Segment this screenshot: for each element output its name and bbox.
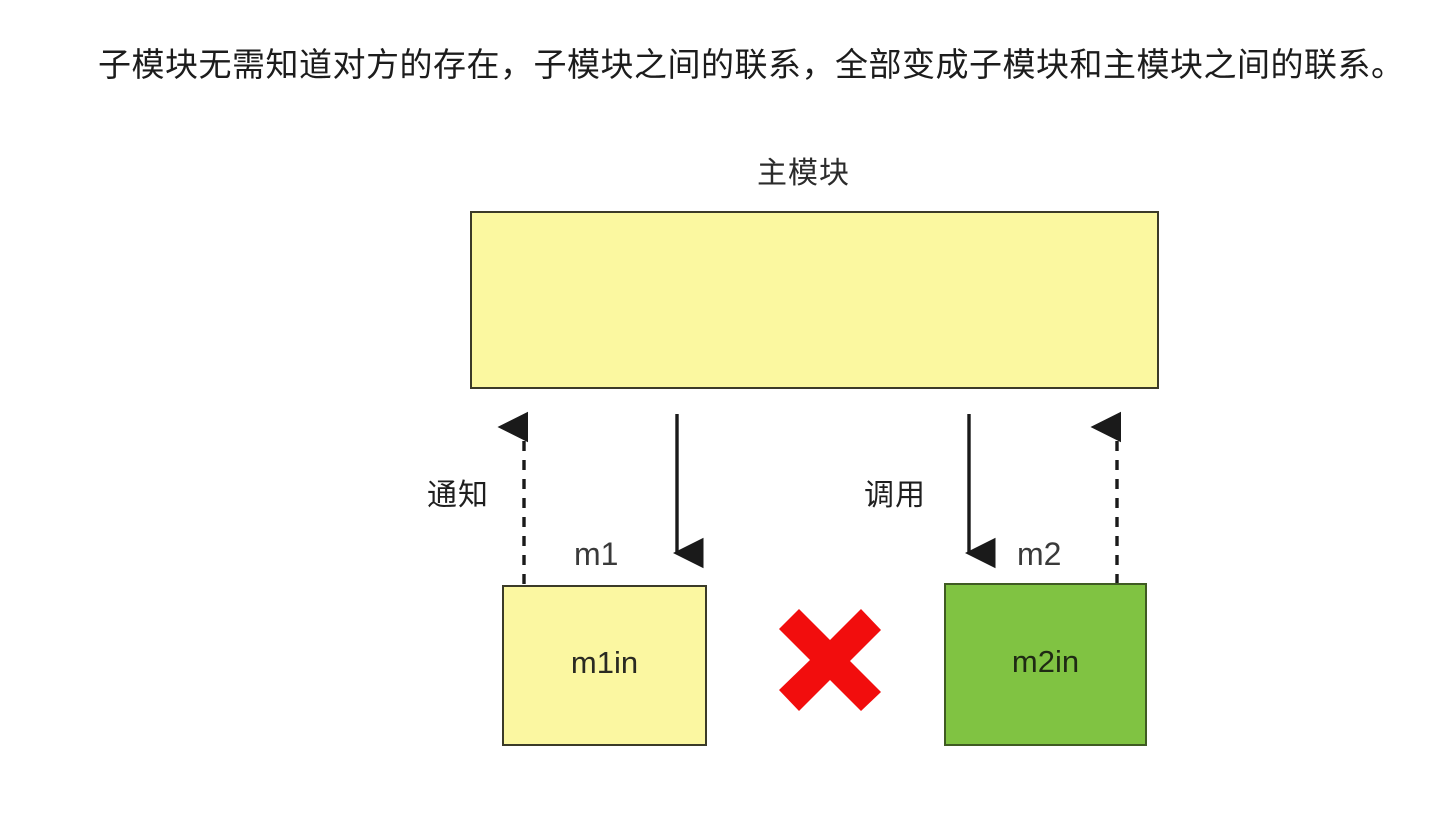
- m2in-box-text: m2in: [1011, 643, 1080, 679]
- main-module-box[interactable]: [470, 211, 1159, 389]
- m1-label: m1: [574, 536, 619, 572]
- m1in-box[interactable]: m1in: [502, 585, 707, 746]
- edge-label-notify: 通知: [427, 479, 489, 512]
- main-module-label: 主模块: [757, 157, 850, 190]
- m1in-box-text: m1in: [570, 644, 639, 680]
- m2in-box[interactable]: m2in: [944, 583, 1147, 746]
- page-title: 子模块无需知道对方的存在，子模块之间的联系，全部变成子模块和主模块之间的联系。: [98, 46, 1405, 83]
- red-cross-icon: [779, 609, 881, 711]
- edge-label-call: 调用: [864, 479, 926, 512]
- m2-label: m2: [1017, 536, 1062, 572]
